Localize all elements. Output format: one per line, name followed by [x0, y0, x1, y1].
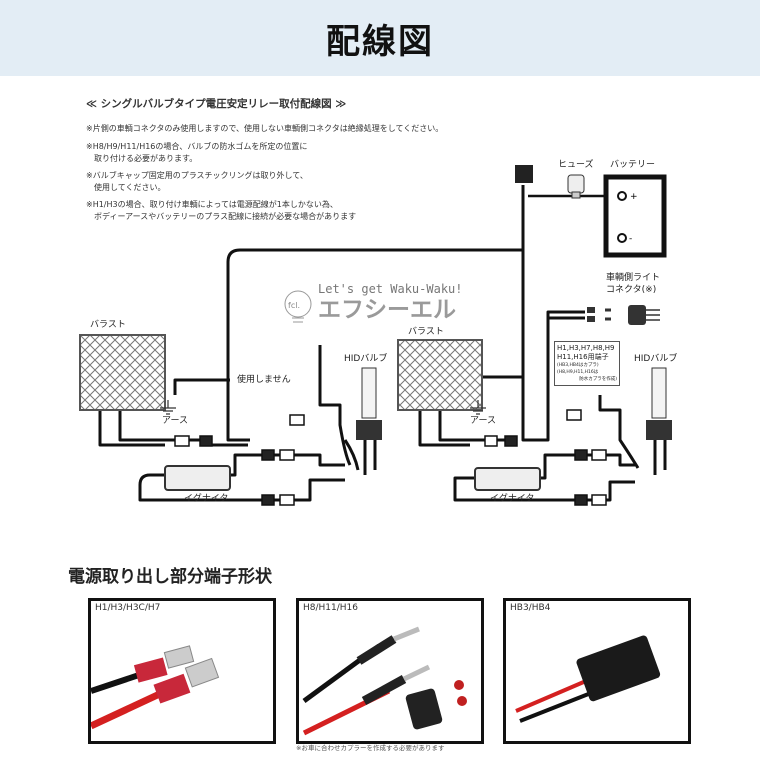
igniter-icon: [164, 465, 231, 491]
wire: [343, 439, 360, 471]
photo-caption: H1/H3/H3C/H7: [95, 603, 161, 613]
ballast-icon: [397, 339, 483, 411]
wire: [363, 440, 377, 475]
terminal-note: (HB3,HB4はカプラ): [557, 363, 599, 368]
vehicle-connector-label: コネクタ(※): [606, 285, 657, 295]
svg-text:-: -: [629, 234, 632, 244]
note: ※H1/H3の場合、取り付け車輌によっては電源配線が1本しかない為、: [86, 200, 338, 209]
relay-icon: [515, 165, 533, 183]
page-title: 配線図: [326, 22, 434, 62]
wire: [418, 410, 470, 447]
diagram-subtitle: ≪ シングルバルブタイプ電圧安定リレー取付配線図 ≫: [86, 98, 347, 110]
wire: [98, 410, 165, 447]
wire: [521, 310, 585, 442]
ballast-label: バラスト: [408, 327, 444, 337]
note: ※バルブキャップ固定用のプラスチックリングは取り外して、: [86, 171, 308, 180]
igniter-icon: [474, 467, 541, 491]
note: ※片側の車輌コネクタのみ使用しますので、使用しない車輌側コネクタは絶縁処理をして…: [86, 124, 444, 133]
watermark-tagline: Let's get Waku-Waku!: [318, 282, 463, 296]
fuse-icon: [567, 174, 585, 199]
coupler-illustration: [515, 635, 661, 723]
igniter-label: イグナイタ: [184, 494, 229, 504]
ground-label: アース: [470, 416, 497, 426]
note: ※H8/H9/H11/H16の場合、バルブの防水ゴムを所定の位置に: [86, 142, 308, 151]
wire: [226, 185, 525, 442]
terminal-photo-h1-h3-h3c-h7: H1/H3/H3C/H7: [88, 598, 276, 744]
terminals-footnote: ※お車に合わせカプラーを作成する必要があります: [296, 744, 445, 752]
ground-icon: [470, 400, 486, 415]
wire: [453, 476, 545, 502]
wire: [478, 375, 523, 395]
note: ボディーアースやバッテリーのプラス配線に接続が必要な場合があります: [86, 212, 357, 221]
terminal-photo-hb3-hb4: HB3/HB4: [503, 598, 691, 744]
ground-icon: [160, 400, 176, 415]
wire: [138, 473, 235, 502]
bullet-terminal-illustration: [302, 626, 467, 736]
wire: [653, 440, 667, 475]
terminal-label: H11,H16用端子: [557, 353, 609, 361]
fcl-logo-icon: fcl.: [284, 290, 312, 323]
watermark-brand: エフシーエル: [318, 297, 456, 323]
wire-connectors: [174, 409, 607, 506]
hid-bulb-icon: [646, 367, 672, 440]
wire: [545, 480, 635, 502]
unused-label: 使用しません: [237, 375, 291, 385]
battery-icon: + -: [603, 174, 667, 258]
terminals-section-title: 電源取り出し部分端子形状: [68, 567, 272, 587]
wire: [173, 378, 230, 395]
photo-caption: H8/H11/H16: [303, 603, 358, 613]
header-band: 配線図: [0, 0, 760, 76]
wiring-diagram: + - fcl.: [79, 165, 672, 506]
wire: [230, 453, 345, 477]
note: 使用してください。: [86, 183, 166, 192]
terminal-label: H1,H3,H7,H8,H9: [557, 344, 615, 352]
wire: [118, 410, 180, 442]
svg-text:fcl.: fcl.: [288, 301, 300, 310]
photo-caption: HB3/HB4: [510, 603, 551, 613]
igniter-label: イグナイタ: [490, 494, 535, 504]
ground-label: アース: [162, 416, 189, 426]
svg-text:+: +: [630, 192, 638, 202]
hid-bulb-label: HIDバルブ: [634, 354, 678, 364]
wire: [318, 345, 352, 466]
battery-label: バッテリー: [610, 160, 656, 170]
vehicle-connector-label: 車輌側ライト: [606, 273, 661, 283]
ballast-label: バラスト: [90, 320, 126, 330]
hid-bulb-label: HIDバルブ: [344, 354, 388, 364]
hid-bulb-icon: [356, 367, 382, 440]
wire: [598, 395, 640, 469]
terminal-photo-h8-h11-h16: H8/H11/H16: [296, 598, 484, 744]
terminal-info-box: H1,H3,H7,H8,H9 H11,H16用端子 (HB3,HB4はカプラ) …: [554, 341, 620, 386]
note: 取り付ける必要があります。: [86, 154, 198, 163]
terminal-note: 防水カプラを作成): [579, 377, 617, 382]
ballast-icon: [79, 334, 166, 411]
fuse-label: ヒューズ: [558, 160, 594, 170]
vehicle-connector-icon: [587, 305, 660, 325]
spade-terminal-illustration: [91, 645, 220, 730]
terminal-note: (H8,H9,H11,H16は: [557, 370, 599, 375]
